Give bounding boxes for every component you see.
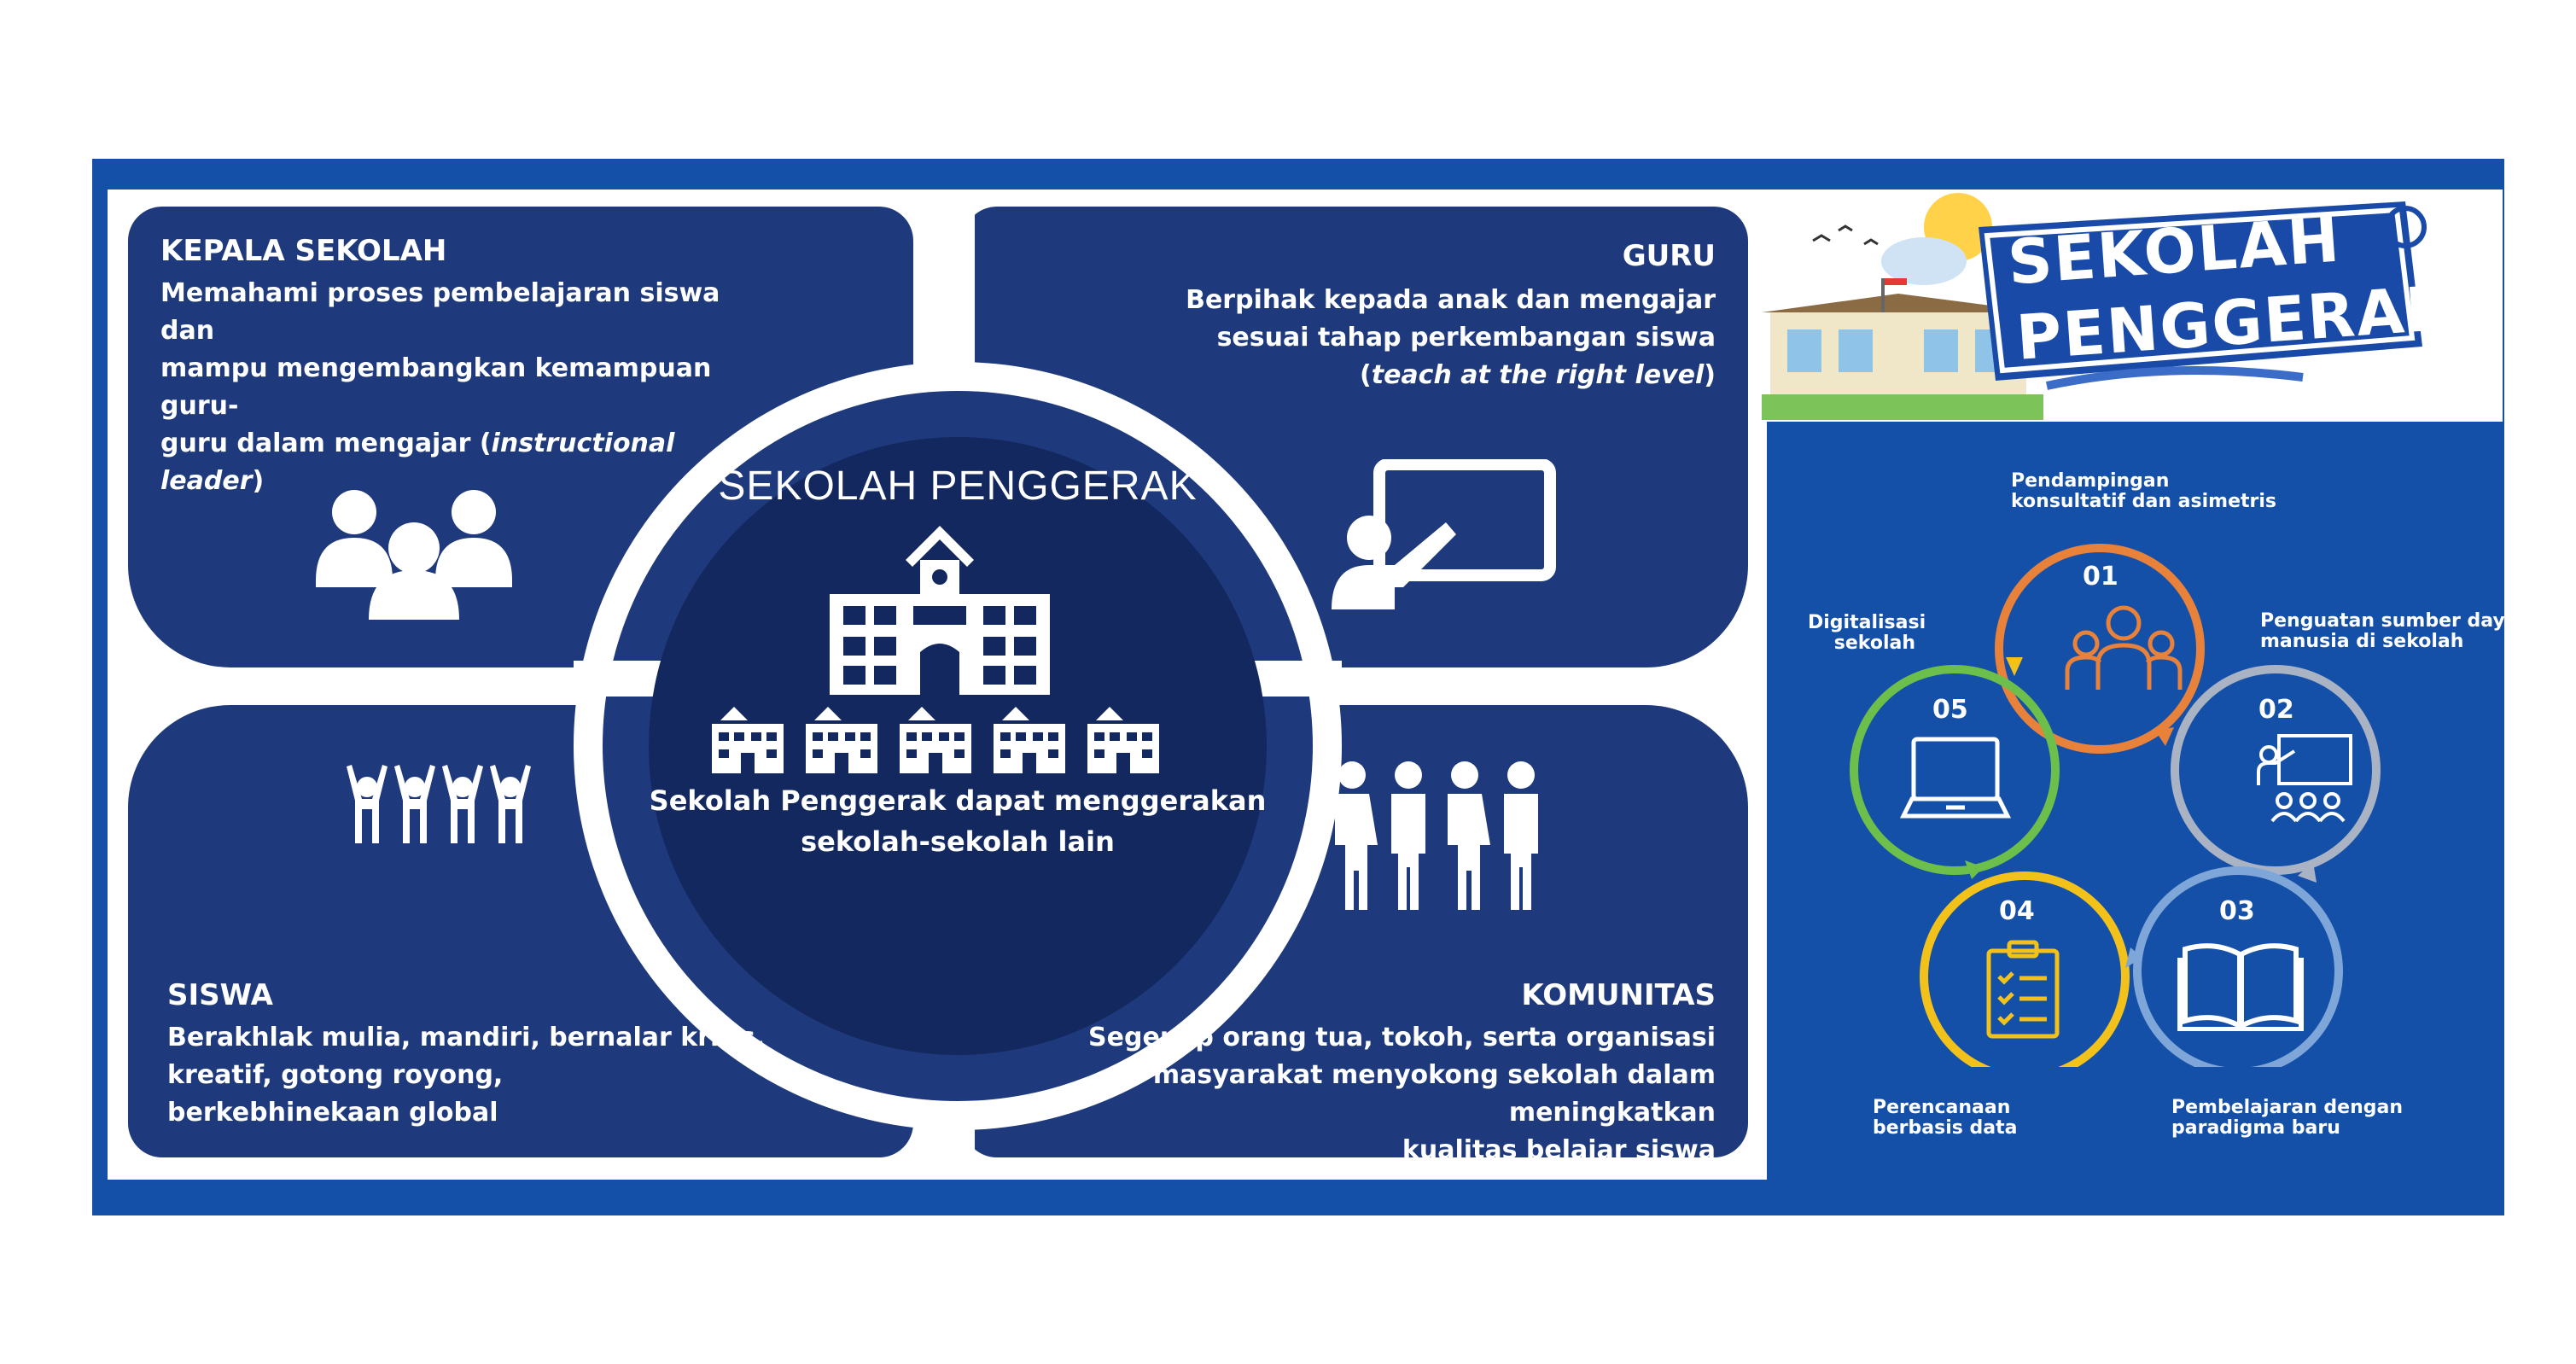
center-caption: Sekolah Penggerak dapat menggerakan seko… <box>632 780 1284 862</box>
center-caption-line: Sekolah Penggerak dapat menggerakan <box>649 784 1267 817</box>
komunitas-title: KOMUNITAS <box>1521 978 1716 1012</box>
step-label-03: Pembelajaran dengan paradigma baru <box>2171 1098 2403 1139</box>
step-number-04: 04 <box>1999 896 2035 926</box>
komunitas-line: Segenap orang tua, tokoh, serta organisa… <box>1088 1023 1716 1052</box>
step-label-line: berbasis data <box>1873 1117 2018 1139</box>
step-label-line: Pendampingan <box>2011 470 2170 492</box>
kepala-sekolah-line: mampu mengembangkan kemampuan guru- <box>160 353 712 421</box>
siswa-text: Berakhlak mulia, mandiri, bernalar kriti… <box>167 1019 782 1132</box>
step-label-05: Digitalisasi sekolah <box>1808 612 1926 654</box>
kepala-sekolah-text: Memahami proses pembelajaran siswa dan m… <box>160 275 775 500</box>
cycle-rings <box>1850 544 2381 1067</box>
guru-line: Berpihak kepada anak dan mengajar <box>1186 285 1716 315</box>
step-number-05: 05 <box>1932 695 1968 725</box>
guru-title: GURU <box>1622 239 1716 273</box>
kepala-sekolah-title: KEPALA SEKOLAH <box>160 234 447 268</box>
guru-line: (teach at the right level) <box>1360 360 1716 390</box>
siswa-line: berkebhinekaan global <box>167 1098 498 1128</box>
step-label-line: Penguatan sumber daya <box>2260 610 2518 632</box>
small-schools-row-icon <box>712 707 1159 773</box>
teacher-icon <box>2257 734 2352 823</box>
guru-line: sesuai tahap perkembangan siswa <box>1216 323 1716 353</box>
book-icon <box>2177 943 2304 1031</box>
komunitas-line: masyarakat menyokong sekolah dalam menin… <box>1152 1060 1716 1128</box>
step-label-line: Pembelajaran dengan <box>2171 1097 2404 1118</box>
siswa-title: SISWA <box>167 978 273 1012</box>
step-label-line: paradigma baru <box>2171 1117 2340 1139</box>
step-label-02: Penguatan sumber daya manusia di sekolah <box>2260 611 2518 652</box>
checklist-icon <box>1986 940 2060 1039</box>
community-people-icon <box>1335 761 1538 910</box>
step-label-01: Pendampingan konsultatif dan asimetris <box>2011 471 2276 512</box>
people-icon <box>2065 605 2183 690</box>
school-illustration <box>1762 193 2043 420</box>
step-label-line: Digitalisasi <box>1808 612 1926 633</box>
komunitas-text: Segenap orang tua, tokoh, serta organisa… <box>973 1019 1716 1169</box>
kepala-sekolah-line: guru dalam mengajar (instructional leade… <box>160 428 675 496</box>
teacher-board-icon <box>1332 459 1556 609</box>
step-label-04: Perencanaan berbasis data <box>1873 1098 2017 1139</box>
center-title: SEKOLAH PENGGERAK <box>718 463 1198 509</box>
students-cheering-icon <box>347 765 531 843</box>
step-label-line: sekolah <box>1833 632 1915 654</box>
center-caption-line: sekolah-sekolah lain <box>801 825 1115 858</box>
step-label-line: Perencanaan <box>1873 1097 2011 1118</box>
siswa-line: kreatif, gotong royong, <box>167 1060 504 1090</box>
school-building-icon <box>830 526 1050 695</box>
group-people-icon <box>316 490 512 620</box>
step-number-02: 02 <box>2258 695 2294 725</box>
step-label-line: konsultatif dan asimetris <box>2011 491 2277 512</box>
kepala-sekolah-line: Memahami proses pembelajaran siswa dan <box>160 278 720 346</box>
laptop-icon <box>1900 737 2011 819</box>
komunitas-line: kualitas belajar siswa <box>1402 1135 1716 1165</box>
guru-text: Berpihak kepada anak dan mengajar sesuai… <box>1144 282 1716 394</box>
step-number-01: 01 <box>2083 562 2118 592</box>
banner-title-badge <box>1979 201 2427 390</box>
step-number-03: 03 <box>2219 896 2255 926</box>
step-label-line: manusia di sekolah <box>2260 631 2464 652</box>
siswa-line: Berakhlak mulia, mandiri, bernalar kriti… <box>167 1023 766 1052</box>
